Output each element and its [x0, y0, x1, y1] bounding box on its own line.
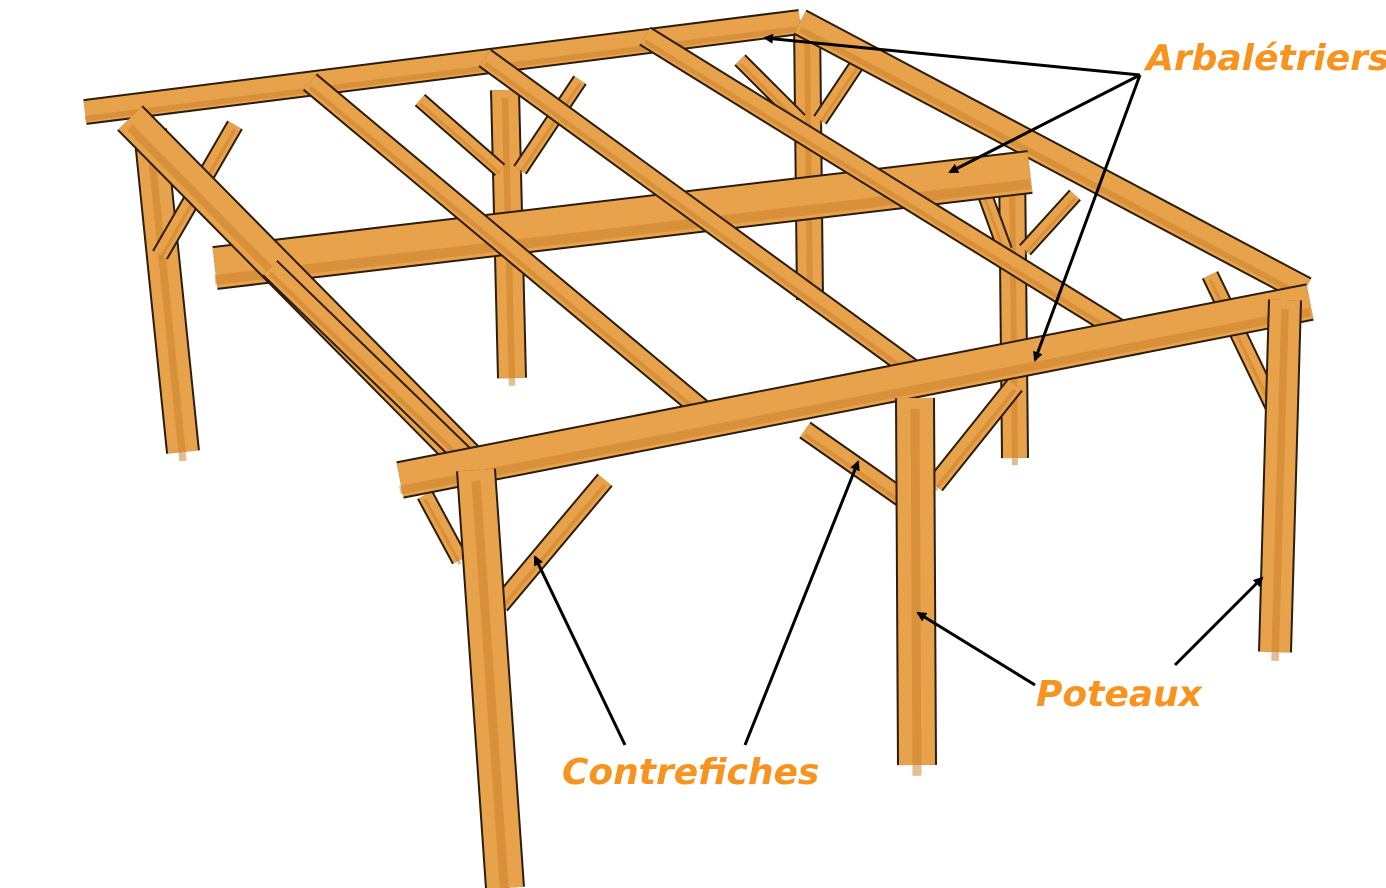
- beam-right-side: [793, 9, 1312, 303]
- rafter: [639, 26, 1126, 340]
- annotation-arrows: [533, 33, 1264, 746]
- rafter: [302, 73, 720, 427]
- label-poteaux: Poteaux: [1036, 674, 1202, 715]
- brace-front-left: [492, 473, 613, 612]
- arrow-contrefiches-1: [533, 555, 627, 746]
- beam-front: [396, 283, 1314, 499]
- brace: [414, 93, 506, 177]
- brace: [813, 55, 867, 125]
- brace-front-middle-right: [927, 378, 1023, 492]
- timber-frame: [83, 9, 1314, 888]
- brace-front-left-inner: [417, 490, 468, 566]
- post-front-left: [456, 468, 525, 888]
- label-contrefiches: Contrefiches: [562, 752, 820, 793]
- arrow-poteaux-1: [916, 611, 1036, 687]
- arrow-arbaletriers-1: [763, 33, 1141, 77]
- label-arbaletriers: Arbalétriers: [1146, 38, 1386, 79]
- post-front-right: [1258, 299, 1302, 662]
- post-back-far-right: [998, 159, 1029, 466]
- brace: [513, 75, 587, 175]
- arrow-contrefiches-2: [743, 460, 860, 746]
- post-front-middle: [895, 397, 937, 776]
- arrow-arbaletriers-3: [1033, 74, 1142, 362]
- rafter: [478, 49, 927, 384]
- arrow-arbaletriers-2: [948, 73, 1141, 174]
- beam-back: [83, 9, 802, 125]
- brace: [1019, 189, 1081, 256]
- post-left-rear: [133, 128, 200, 462]
- rafter: [262, 260, 478, 470]
- post-back-right: [793, 19, 824, 308]
- arrow-poteaux-2: [1173, 576, 1264, 667]
